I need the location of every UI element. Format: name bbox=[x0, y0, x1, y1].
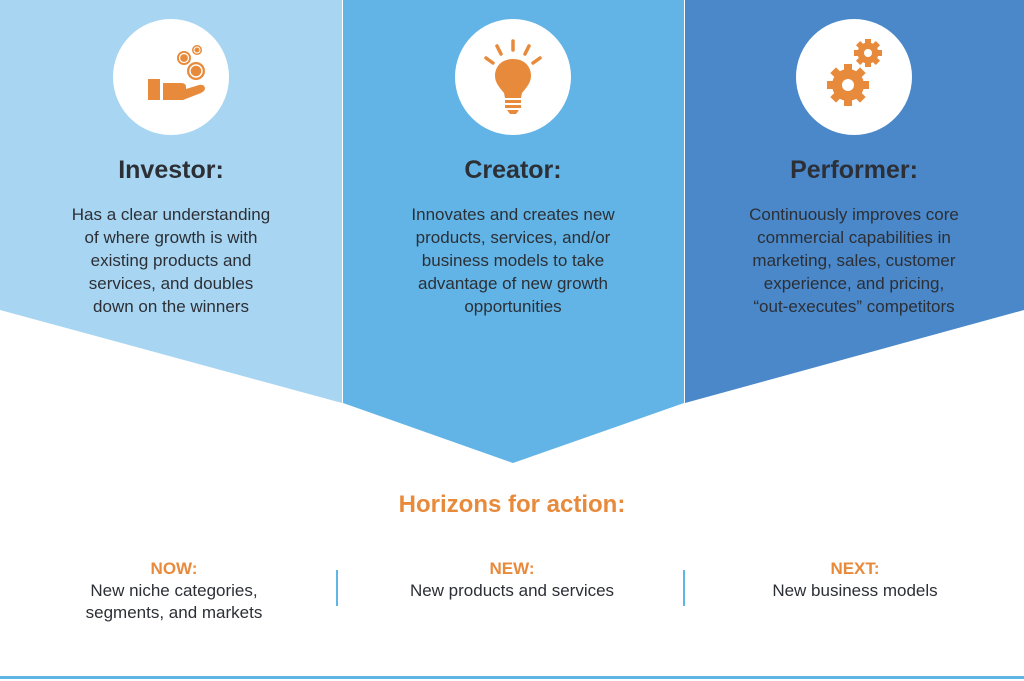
description-line: Has a clear understanding bbox=[71, 205, 271, 224]
horizon-new: NEW: New products and services bbox=[362, 558, 662, 602]
horizon-line: segments, and markets bbox=[85, 603, 263, 622]
description-line: services, and doubles bbox=[88, 274, 254, 293]
description-line: opportunities bbox=[464, 297, 562, 316]
horizon-label: NOW: bbox=[150, 559, 198, 578]
performer-title: Performer: bbox=[790, 156, 918, 184]
description-line: Continuously improves core bbox=[749, 205, 959, 224]
description-line: existing products and bbox=[90, 251, 252, 270]
performer-icon-circle bbox=[796, 19, 912, 135]
horizon-line: New niche categories, bbox=[90, 581, 258, 600]
horizon-next: NEXT: New business models bbox=[705, 558, 1005, 602]
horizons-title: Horizons for action: bbox=[398, 491, 626, 518]
description-line: marketing, sales, customer bbox=[752, 251, 956, 270]
description-line: Innovates and creates new bbox=[411, 205, 615, 224]
investor-icon-circle bbox=[113, 19, 229, 135]
creator-icon-circle bbox=[455, 19, 571, 135]
horizon-label: NEW: bbox=[489, 559, 535, 578]
horizon-divider bbox=[683, 570, 685, 606]
horizon-label: NEXT: bbox=[830, 559, 880, 578]
lightbulb-icon bbox=[484, 39, 542, 114]
horizon-line: New business models bbox=[772, 581, 938, 600]
hand-coins-icon bbox=[148, 45, 205, 100]
description-line: of where growth is with bbox=[84, 228, 258, 247]
description-line: products, services, and/or bbox=[415, 228, 611, 247]
creator-panel bbox=[343, 0, 684, 463]
bottom-border bbox=[0, 676, 1024, 679]
investor-title: Investor: bbox=[118, 156, 224, 184]
investor-description: Has a clear understanding of where growt… bbox=[40, 203, 302, 318]
gears-icon bbox=[827, 39, 882, 106]
performer-panel bbox=[685, 0, 1024, 403]
description-line: experience, and pricing, bbox=[763, 274, 945, 293]
investor-panel bbox=[0, 0, 342, 403]
description-line: commercial capabilities in bbox=[757, 228, 951, 247]
description-line: down on the winners bbox=[93, 297, 249, 316]
performer-description: Continuously improves core commercial ca… bbox=[724, 203, 984, 318]
description-line: business models to take bbox=[421, 251, 605, 270]
description-line: “out-executes” competitors bbox=[753, 297, 955, 316]
horizon-now: NOW: New niche categories, segments, and… bbox=[24, 558, 324, 624]
creator-title: Creator: bbox=[464, 156, 562, 184]
description-line: advantage of new growth bbox=[418, 274, 608, 293]
horizon-line: New products and services bbox=[409, 581, 615, 600]
creator-description: Innovates and creates new products, serv… bbox=[382, 203, 644, 318]
horizon-divider bbox=[336, 570, 338, 606]
